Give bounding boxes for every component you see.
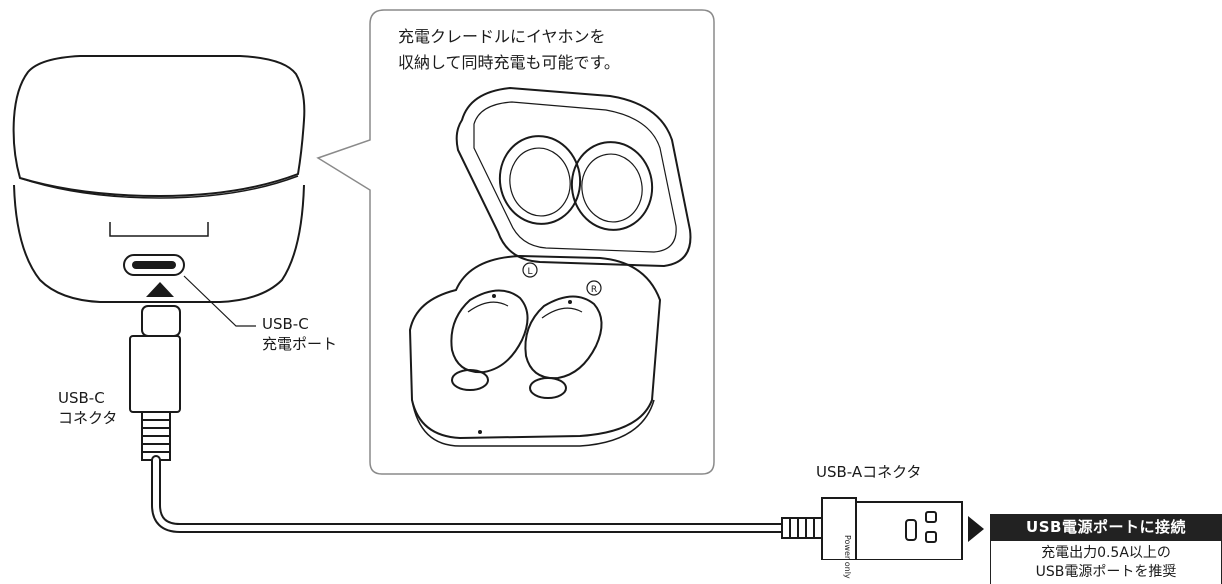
recommendation-header: USB電源ポートに接続 xyxy=(990,514,1222,540)
recommendation-line-2: USB電源ポートを推奨 xyxy=(1035,564,1177,580)
usbc-port-label: USB-C 充電ポート xyxy=(262,314,337,354)
open-case-illustration xyxy=(408,86,692,447)
callout-bubble xyxy=(316,9,715,475)
usbc-connector-label: USB-C コネクタ xyxy=(58,388,117,428)
callout-line-1: 充電クレードルにイヤホンを xyxy=(398,27,606,46)
left-mark-label: L xyxy=(527,267,532,277)
callout-text: 充電クレードルにイヤホンを 収納して同時充電も可能です。 xyxy=(398,24,620,76)
diagram-canvas: L R xyxy=(12,9,984,560)
recommendation-line-1: 充電出力0.5A以上の xyxy=(1041,545,1171,561)
insert-arrow-icon xyxy=(146,282,174,297)
usba-connector-label: USB-Aコネクタ xyxy=(816,463,922,481)
usbc-connector xyxy=(129,305,181,461)
usbc-connector-label-line1: USB-C xyxy=(58,389,105,407)
callout-line-2: 収納して同時充電も可能です。 xyxy=(398,53,620,72)
left-mark-icon: L xyxy=(522,262,538,278)
charging-case xyxy=(12,55,306,303)
connect-arrow-icon xyxy=(968,516,984,542)
usba-connector xyxy=(781,497,963,560)
usbc-port-icon xyxy=(123,254,185,276)
right-mark-label: R xyxy=(591,285,597,295)
port-leader-line xyxy=(183,275,256,327)
right-mark-icon: R xyxy=(586,280,602,296)
usbc-port-label-line1: USB-C xyxy=(262,315,309,333)
power-only-label: Power only xyxy=(843,535,852,579)
usbc-port-label-line2: 充電ポート xyxy=(262,335,338,353)
usbc-connector-label-line2: コネクタ xyxy=(58,409,118,427)
recommendation-box: 充電出力0.5A以上の USB電源ポートを推奨 xyxy=(990,540,1222,584)
